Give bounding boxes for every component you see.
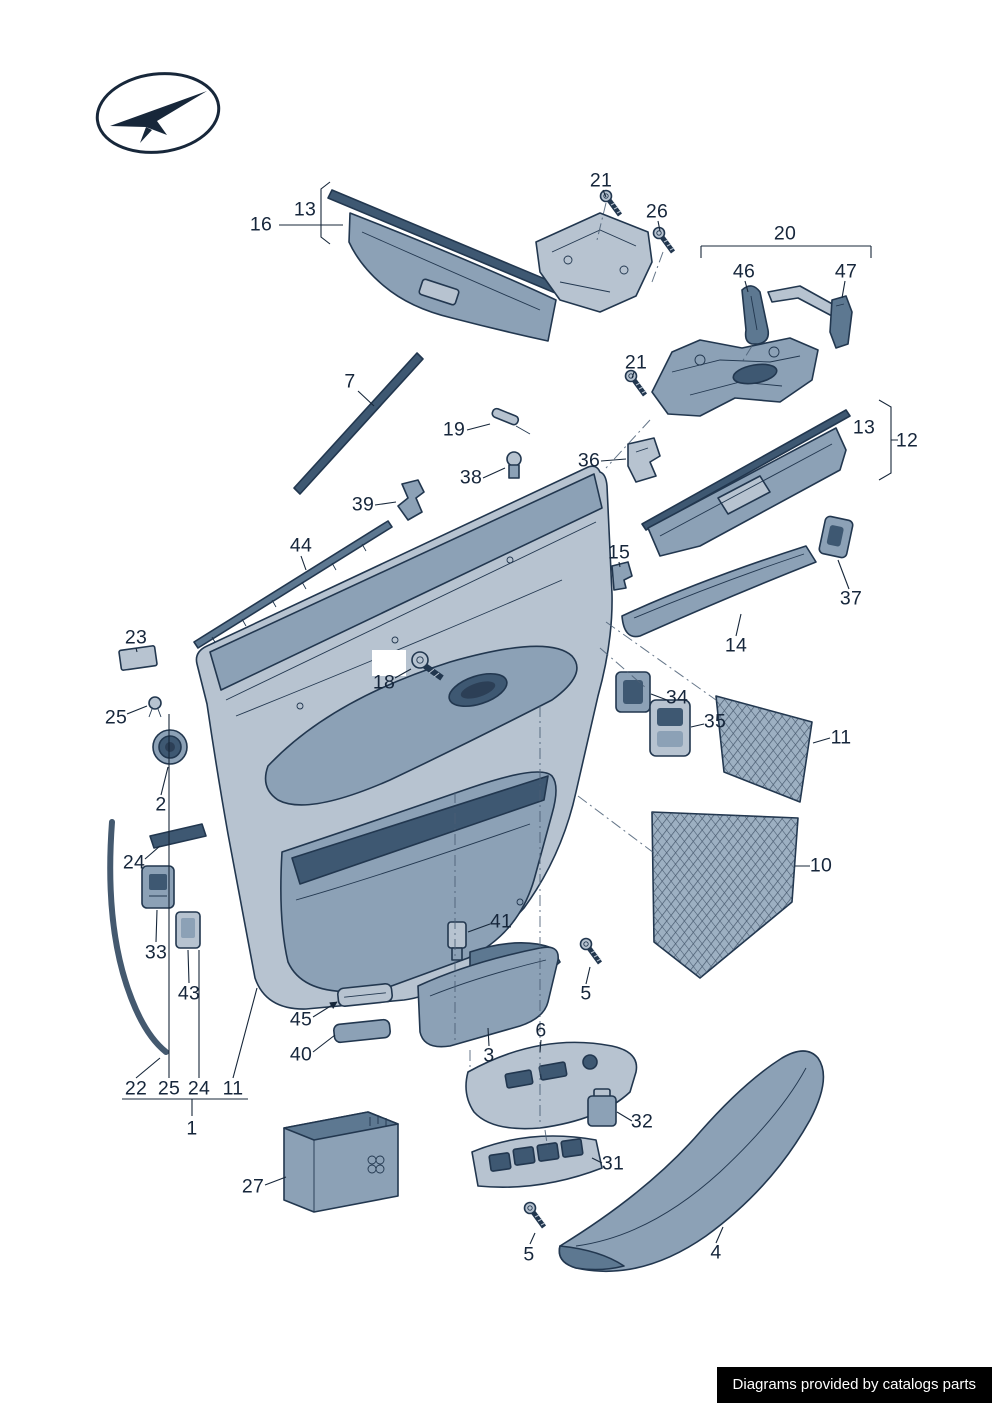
callout-44[interactable]: 44 bbox=[289, 534, 313, 557]
callout-31[interactable]: 31 bbox=[601, 1152, 625, 1175]
callout-25[interactable]: 25 bbox=[104, 706, 128, 729]
callout-11[interactable]: 11 bbox=[830, 726, 852, 749]
callout-22[interactable]: 22 bbox=[124, 1077, 148, 1100]
mounting-bracket-26 bbox=[535, 212, 653, 313]
callout-25[interactable]: 25 bbox=[157, 1077, 181, 1100]
bracket-39 bbox=[397, 479, 425, 521]
callout-5[interactable]: 5 bbox=[523, 1243, 535, 1266]
callout-39[interactable]: 39 bbox=[351, 493, 375, 516]
callout-6[interactable]: 6 bbox=[535, 1019, 547, 1042]
callout-34[interactable]: 34 bbox=[665, 686, 689, 709]
window-trim-strip-13-right bbox=[641, 409, 851, 531]
footer-credit: Diagrams provided by catalogs parts bbox=[716, 1367, 992, 1403]
memory-switch-34 bbox=[615, 671, 651, 713]
callout-1[interactable]: 1 bbox=[186, 1117, 198, 1140]
callout-13[interactable]: 13 bbox=[852, 416, 876, 439]
callout-37[interactable]: 37 bbox=[839, 587, 863, 610]
callout-47[interactable]: 47 bbox=[834, 260, 858, 283]
door-trim-panel-1 bbox=[195, 465, 613, 1010]
callout-46[interactable]: 46 bbox=[732, 260, 756, 283]
clip-41 bbox=[447, 921, 467, 961]
callout-32[interactable]: 32 bbox=[630, 1110, 654, 1133]
callout-14[interactable]: 14 bbox=[724, 634, 748, 657]
window-switch-pack-31 bbox=[471, 1135, 603, 1188]
callout-12[interactable]: 12 bbox=[895, 429, 919, 452]
door-top-trim-16 bbox=[348, 212, 557, 342]
foam-pad-23 bbox=[118, 645, 158, 671]
callout-40[interactable]: 40 bbox=[289, 1043, 313, 1066]
callout-15[interactable]: 15 bbox=[607, 541, 631, 564]
window-slot-seal-7 bbox=[293, 352, 424, 495]
lock-switch-32 bbox=[587, 1088, 617, 1127]
armrest-4 bbox=[558, 1050, 825, 1273]
clip-15 bbox=[611, 561, 633, 591]
door-handle-carrier-20 bbox=[651, 245, 872, 417]
screw-18-icon bbox=[411, 651, 444, 681]
leader-lines bbox=[122, 181, 898, 1245]
callout-10[interactable]: 10 bbox=[809, 854, 833, 877]
control-module-27 bbox=[283, 1111, 399, 1213]
tweeter-speaker-2 bbox=[152, 729, 188, 765]
callout-21[interactable]: 21 bbox=[624, 351, 648, 374]
switch-33 bbox=[141, 865, 175, 909]
trim-strip-24 bbox=[149, 823, 207, 849]
release-cable-46 bbox=[741, 285, 837, 345]
callout-43[interactable]: 43 bbox=[177, 982, 201, 1005]
callout-26[interactable]: 26 bbox=[645, 200, 669, 223]
callout-45[interactable]: 45 bbox=[289, 1008, 313, 1031]
retaining-strip-44 bbox=[193, 520, 393, 649]
callout-18[interactable]: 18 bbox=[372, 671, 396, 694]
courtesy-lamp-40 bbox=[333, 1018, 391, 1044]
callout-3[interactable]: 3 bbox=[483, 1044, 495, 1067]
construction-lines bbox=[454, 202, 753, 1151]
switch-blank-37 bbox=[818, 515, 854, 559]
callout-13[interactable]: 13 bbox=[293, 198, 317, 221]
weatherstrip-22 bbox=[107, 819, 169, 1055]
callout-23[interactable]: 23 bbox=[124, 626, 148, 649]
clip-25 bbox=[148, 696, 162, 718]
callout-33[interactable]: 33 bbox=[144, 941, 168, 964]
callout-27[interactable]: 27 bbox=[241, 1175, 265, 1198]
callout-16[interactable]: 16 bbox=[249, 213, 273, 236]
callout-5[interactable]: 5 bbox=[580, 982, 592, 1005]
paper-plane-logo-icon bbox=[95, 72, 221, 154]
callout-36[interactable]: 36 bbox=[577, 449, 601, 472]
callout-35[interactable]: 35 bbox=[703, 710, 727, 733]
callout-38[interactable]: 38 bbox=[459, 466, 483, 489]
tweeter-grille-11 bbox=[715, 695, 813, 803]
callout-41[interactable]: 41 bbox=[489, 910, 513, 933]
storage-pocket-3 bbox=[417, 942, 561, 1048]
callout-24[interactable]: 24 bbox=[187, 1077, 211, 1100]
clip-36 bbox=[627, 437, 661, 483]
speaker-grille-10 bbox=[651, 811, 799, 979]
callout-2[interactable]: 2 bbox=[155, 793, 167, 816]
callout-7[interactable]: 7 bbox=[344, 370, 356, 393]
door-pull-trim-14 bbox=[621, 545, 817, 638]
callout-11[interactable]: 11 bbox=[222, 1077, 244, 1100]
cover-43 bbox=[175, 911, 201, 949]
callout-21[interactable]: 21 bbox=[589, 169, 613, 192]
guide-pin-19 bbox=[491, 407, 531, 435]
cable-end-clip-47 bbox=[829, 295, 853, 349]
grommet-38 bbox=[506, 451, 522, 479]
door-top-trim-12 bbox=[647, 427, 847, 557]
mirror-switch-35 bbox=[649, 699, 691, 757]
callout-4[interactable]: 4 bbox=[710, 1241, 722, 1264]
callout-20[interactable]: 20 bbox=[773, 222, 797, 245]
callout-24[interactable]: 24 bbox=[122, 851, 146, 874]
callout-19[interactable]: 19 bbox=[442, 418, 466, 441]
courtesy-lamp-45 bbox=[337, 983, 393, 1007]
